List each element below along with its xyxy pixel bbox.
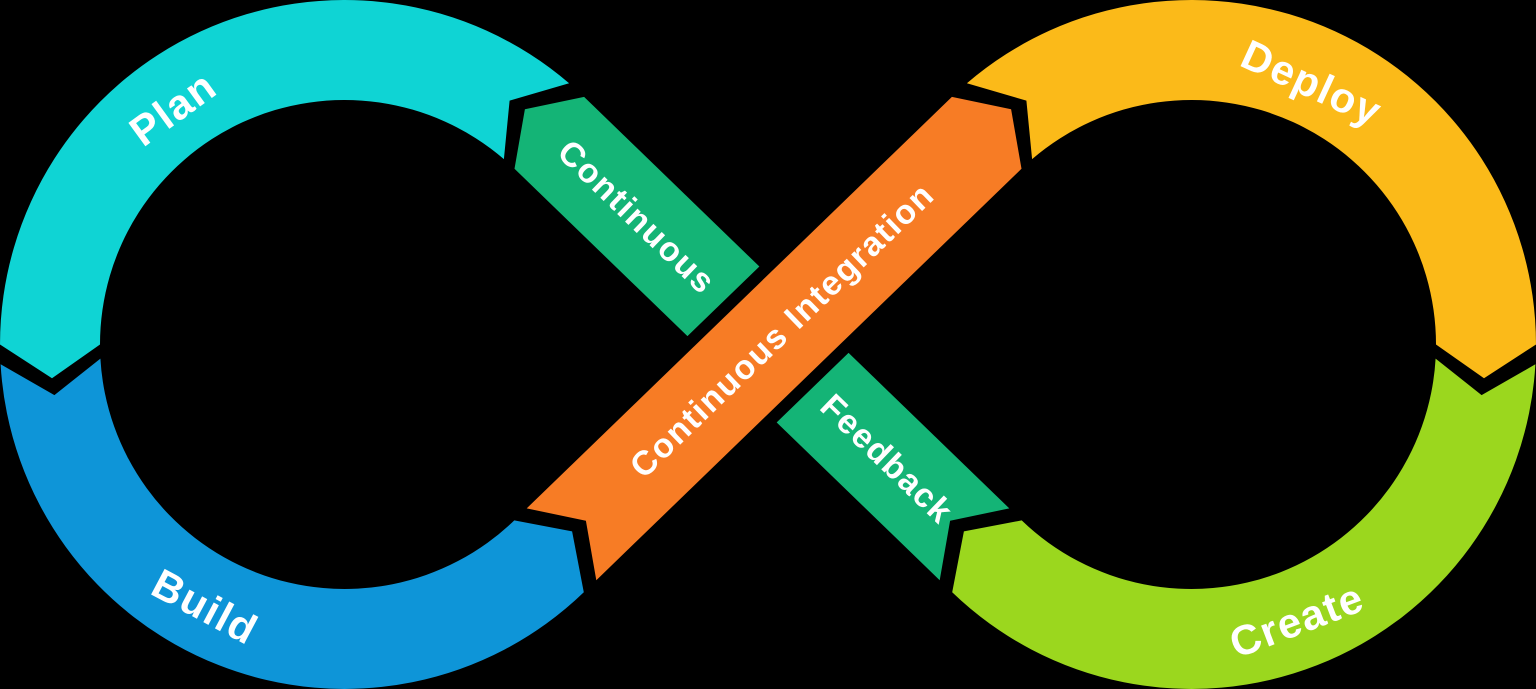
continuous-integration-ribbon [526,96,1022,581]
deploy-arc-segment [966,0,1536,379]
build-arc-segment [0,358,584,689]
create-arc-segment [952,358,1536,689]
plan-arc-segment [0,0,570,379]
